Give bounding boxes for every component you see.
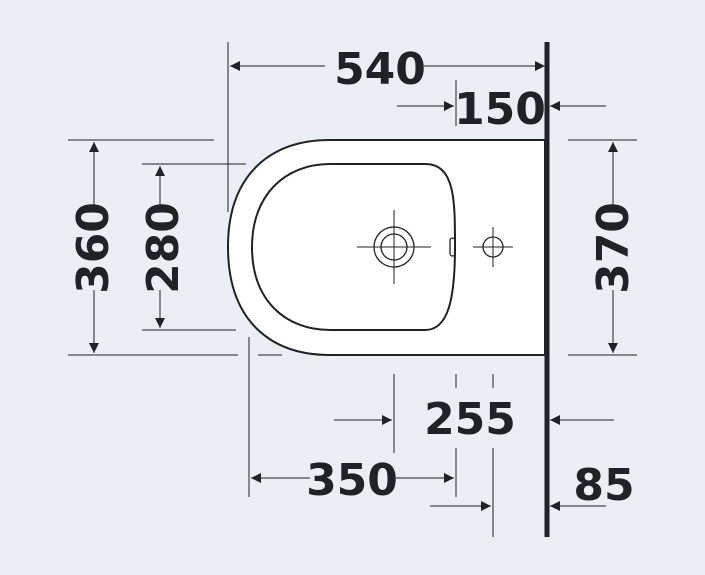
dimension-280-label: 280	[138, 202, 189, 294]
dimension-540: 540	[230, 44, 545, 95]
dimension-370-label: 370	[588, 202, 639, 294]
extension-lines	[68, 42, 637, 537]
overflow-slot	[449, 237, 456, 257]
dimension-370: 370	[588, 142, 639, 353]
dimension-85: 85	[430, 460, 635, 511]
dimension-360-label: 360	[68, 202, 119, 294]
dimension-540-label: 540	[334, 44, 426, 95]
dimension-350: 350	[251, 455, 454, 506]
dimension-255-label: 255	[424, 394, 516, 445]
dimension-255: 255	[334, 394, 614, 445]
dimension-360: 360	[68, 142, 119, 353]
dimension-150-label: 150	[454, 84, 546, 135]
dimension-150: 150	[397, 84, 606, 135]
dimension-350-label: 350	[306, 455, 398, 506]
bidet-inner-bowl	[250, 163, 457, 331]
bidet-top-view	[226, 139, 546, 356]
tap-hole-icon	[473, 227, 513, 267]
dimension-280: 280	[138, 166, 189, 328]
dimension-85-label: 85	[573, 460, 634, 511]
drain-hole-icon	[357, 210, 431, 284]
